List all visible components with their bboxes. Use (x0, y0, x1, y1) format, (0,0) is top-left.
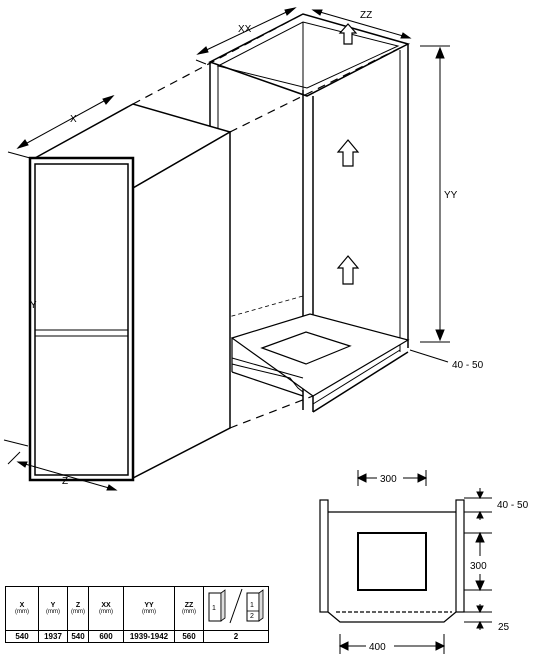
spec-table: X (mm) Y (mm) Z (mm) XX (mm) YY (mm) ZZ … (5, 586, 269, 643)
opening-height: 300 (470, 561, 487, 572)
value-zz: 560 (174, 630, 204, 643)
header-x: X (mm) (5, 586, 39, 631)
fridge-unit (28, 103, 232, 482)
label-gap: 40 - 50 (452, 360, 484, 371)
value-y: 1937 (38, 630, 68, 643)
dimension-line-x (17, 95, 114, 149)
label-x: X (70, 114, 77, 125)
header-zz: ZZ (mm) (174, 586, 204, 631)
header-z: Z (mm) (67, 586, 89, 631)
label-z: Z (62, 476, 68, 487)
airflow-arrow-icon (336, 23, 360, 285)
opening-detail (319, 499, 465, 623)
icon-label-1: 1 (212, 605, 216, 612)
value-yy: 1939-1942 (123, 630, 175, 643)
projection-lines (132, 13, 409, 429)
header-yy: YY (mm) (123, 586, 175, 631)
label-y: Y (30, 300, 37, 311)
opening-bottom-gap: 25 (498, 622, 510, 633)
header-xx: XX (mm) (88, 586, 124, 631)
icon-label-2: 1 (250, 602, 254, 609)
opening-bottom-width: 400 (369, 642, 386, 653)
value-xx: 600 (88, 630, 124, 643)
header-y: Y (mm) (38, 586, 68, 631)
dimension-line-z (17, 461, 117, 491)
cabinet-niche (208, 13, 411, 413)
value-doors: 2 (203, 630, 269, 643)
label-yy: YY (444, 190, 458, 201)
value-x: 540 (5, 630, 39, 643)
door-config-icon: 1 1 2 (203, 586, 269, 631)
dimension-line-xx (197, 7, 296, 55)
icon-label-3: 2 (250, 613, 254, 620)
label-xx: XX (238, 24, 252, 35)
dimension-line-zz (312, 9, 411, 39)
opening-top-gap: 40 - 50 (497, 500, 529, 511)
label-zz: ZZ (360, 10, 372, 21)
value-z: 540 (67, 630, 89, 643)
opening-top-width: 300 (380, 474, 397, 485)
